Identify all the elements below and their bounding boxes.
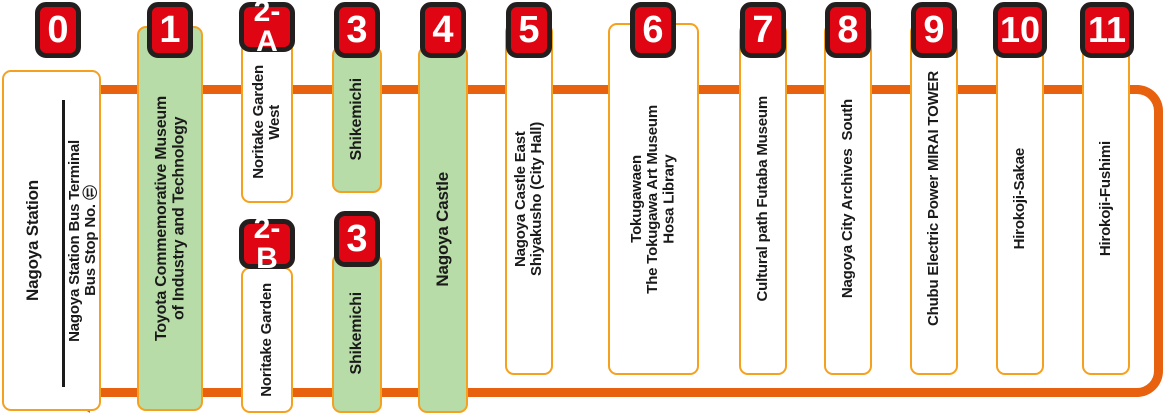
stop-box-0-nagoya-station[interactable]: Nagoya Station Nagoya Station Bus Termin… xyxy=(2,70,101,411)
stop-label-9: Chubu Electric Power MIRAI TOWER xyxy=(924,71,942,327)
stop-label-wrap-5: Nagoya Castle East Shiyakusho (City Hall… xyxy=(507,25,551,373)
stop-box-10[interactable]: Hirokoji-Sakae xyxy=(996,23,1044,375)
terminal-divider xyxy=(62,100,65,387)
stop-label-wrap-8: Nagoya City Archives South xyxy=(826,25,870,373)
stop-badge-11[interactable]: 11 xyxy=(1080,2,1134,58)
stop-box-8[interactable]: Nagoya City Archives South xyxy=(824,23,872,375)
stop-label-5: Nagoya Castle East Shiyakusho (City Hall… xyxy=(511,122,545,276)
stop-badge-3-bottom[interactable]: 3 xyxy=(334,211,380,267)
stop-badge-2a[interactable]: 2-A xyxy=(239,0,295,57)
stop-box-1[interactable]: Toyota Commemorative Museum of Industry … xyxy=(137,26,203,411)
terminal-primary-label: Nagoya Station xyxy=(22,180,42,301)
stop-label-1: Toyota Commemorative Museum of Industry … xyxy=(152,95,187,342)
stop-label-11: Hirokoji-Fushimi xyxy=(1096,141,1114,257)
stop-box-7[interactable]: Cultural path Futaba Museum xyxy=(739,23,787,375)
stop-badge-4[interactable]: 4 xyxy=(420,2,466,58)
terminal-secondary-label-wrap: Nagoya Station Bus Terminal Bus Stop No.… xyxy=(64,72,103,409)
stop-badge-9[interactable]: 9 xyxy=(911,2,957,58)
stop-box-3-bottom[interactable]: Shikemichi xyxy=(332,253,382,413)
stop-label-3-top: Shikemichi xyxy=(348,78,366,161)
stop-label-wrap-7: Cultural path Futaba Museum xyxy=(741,25,785,373)
stop-badge-10[interactable]: 10 xyxy=(993,2,1047,58)
stop-badge-6[interactable]: 6 xyxy=(630,2,676,58)
stop-label-wrap-6: Tokugawaen The Tokugawa Art Museum Hosa … xyxy=(610,25,697,373)
stop-box-9[interactable]: Chubu Electric Power MIRAI TOWER xyxy=(910,23,958,375)
stop-badge-1[interactable]: 1 xyxy=(147,2,193,58)
stop-badge-3-top[interactable]: 3 xyxy=(334,2,380,58)
terminal-primary-label-wrap: Nagoya Station xyxy=(4,72,62,409)
stop-badge-8[interactable]: 8 xyxy=(825,2,871,58)
stop-label-wrap-3-bottom: Shikemichi xyxy=(334,255,380,411)
stop-label-7: Cultural path Futaba Museum xyxy=(753,96,771,302)
stop-label-3-bottom: Shikemichi xyxy=(348,291,366,375)
stop-label-wrap-10: Hirokoji-Sakae xyxy=(998,25,1042,373)
stop-label-4: Nagoya Castle xyxy=(432,172,452,287)
stop-label-wrap-9: Chubu Electric Power MIRAI TOWER xyxy=(912,25,956,373)
stop-box-4[interactable]: Nagoya Castle xyxy=(418,46,468,413)
stop-box-2b[interactable]: Noritake Garden xyxy=(241,267,293,413)
stop-box-3-top[interactable]: Shikemichi xyxy=(332,46,382,193)
stop-label-wrap-1: Toyota Commemorative Museum of Industry … xyxy=(139,28,201,409)
stop-box-5[interactable]: Nagoya Castle East Shiyakusho (City Hall… xyxy=(505,23,553,375)
stop-label-10: Hirokoji-Sakae xyxy=(1010,148,1028,250)
stop-box-2a[interactable]: Noritake Garden West xyxy=(241,40,293,203)
stop-badge-0[interactable]: 0 xyxy=(35,2,81,58)
stop-label-wrap-2a: Noritake Garden West xyxy=(243,42,291,201)
stop-label-2a: Noritake Garden West xyxy=(249,64,283,179)
stop-label-wrap-11: Hirokoji-Fushimi xyxy=(1084,25,1128,373)
stop-box-11[interactable]: Hirokoji-Fushimi xyxy=(1082,23,1130,375)
stop-label-wrap-2b: Noritake Garden xyxy=(243,269,291,411)
terminal-secondary-label: Nagoya Station Bus Terminal Bus Stop No.… xyxy=(66,139,100,342)
route-line-bottom xyxy=(60,388,1139,397)
stop-badge-2b[interactable]: 2-B xyxy=(239,214,295,274)
stop-badge-5[interactable]: 5 xyxy=(506,2,552,58)
stop-label-wrap-4: Nagoya Castle xyxy=(420,48,466,411)
route-curve-right xyxy=(1107,85,1163,397)
stop-label-6: Tokugawaen The Tokugawa Art Museum Hosa … xyxy=(628,104,678,294)
stop-box-6[interactable]: Tokugawaen The Tokugawa Art Museum Hosa … xyxy=(608,23,699,375)
stop-label-wrap-3-top: Shikemichi xyxy=(334,48,380,191)
stop-label-2b: Noritake Garden xyxy=(257,283,275,397)
stop-label-8: Nagoya City Archives South xyxy=(838,99,856,299)
stop-badge-7[interactable]: 7 xyxy=(740,2,786,58)
